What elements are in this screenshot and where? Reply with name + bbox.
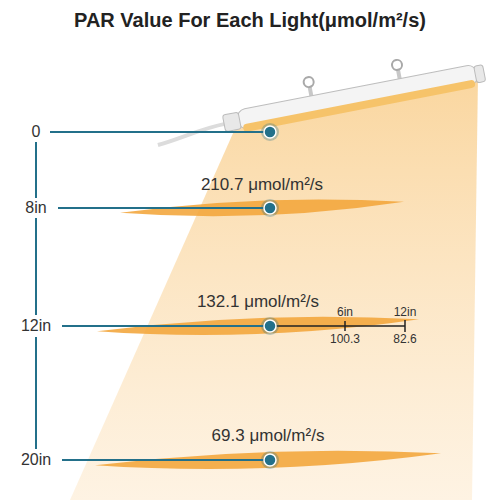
fixture-plug [222, 112, 241, 132]
level-line [50, 131, 264, 133]
light-fixture [151, 44, 487, 149]
hanger-ring [391, 59, 403, 71]
bracket-line [35, 337, 37, 449]
bracket-line [35, 142, 37, 198]
point-halo [261, 123, 279, 141]
light-band: 69.3 μmol/m²/s [95, 426, 441, 472]
distance-label: 6in [337, 306, 353, 319]
band-shape [120, 197, 404, 219]
height-label: 0 [32, 123, 41, 141]
measure-point [264, 126, 276, 138]
power-cord [156, 124, 227, 145]
par-value: 132.1 μmol/m²/s [97, 292, 419, 312]
par-value: 69.3 μmol/m²/s [95, 426, 441, 446]
height-label: 20in [21, 451, 51, 469]
hanger-ring [303, 76, 315, 88]
bracket-line [35, 218, 37, 315]
height-label: 8in [25, 199, 46, 217]
fixture-diffuser [243, 79, 476, 132]
chart-title: PAR Value For Each Light(μmol/m²/s) [0, 9, 500, 32]
par-value: 210.7 μmol/m²/s [120, 175, 404, 195]
par-reading: 82.6 [393, 333, 416, 346]
fixture-end-cap [474, 65, 486, 83]
distance-label: 12in [394, 306, 417, 319]
light-cone [70, 76, 478, 500]
band-fill [97, 317, 419, 335]
band-fill [95, 451, 441, 469]
par-reading: 100.3 [330, 333, 360, 346]
height-label: 12in [21, 317, 51, 335]
scale-tick [404, 320, 406, 332]
band-fill [120, 199, 404, 216]
band-shape [97, 314, 419, 338]
band-shape [95, 448, 441, 472]
light-band: 132.1 μmol/m²/s [97, 292, 419, 338]
light-band: 210.7 μmol/m²/s [120, 175, 404, 219]
